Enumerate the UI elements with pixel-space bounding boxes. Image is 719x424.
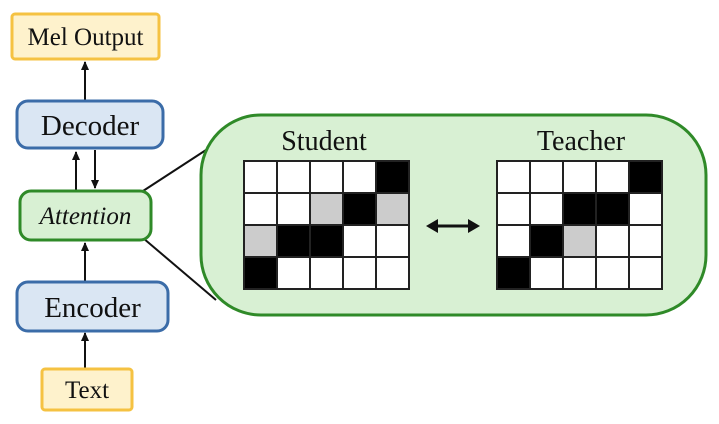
student-cell-r2-c3 <box>342 224 377 258</box>
teacher-cell-r3-c3 <box>595 256 630 290</box>
teacher-cell-r1-c3 <box>595 192 630 226</box>
double-arrow-icon <box>426 219 480 233</box>
teacher-cell-r1-c2 <box>562 192 597 226</box>
student-cell-r1-c3 <box>342 192 377 226</box>
teacher-cell-r2-c2 <box>562 224 597 258</box>
teacher-cell-r1-c0 <box>496 192 531 226</box>
student-cell-r0-c2 <box>309 160 344 194</box>
teacher-attention-grid <box>496 160 663 290</box>
decoder-node: Decoder <box>15 99 165 150</box>
teacher-cell-r0-c2 <box>562 160 597 194</box>
text-input-node: Text <box>40 367 134 412</box>
student-cell-r2-c0 <box>243 224 278 258</box>
student-cell-r1-c4 <box>375 192 410 226</box>
teacher-cell-r1-c4 <box>628 192 663 226</box>
student-cell-r1-c2 <box>309 192 344 226</box>
student-attention-grid <box>243 160 410 290</box>
student-cell-r1-c1 <box>276 192 311 226</box>
student-cell-r2-c4 <box>375 224 410 258</box>
teacher-cell-r2-c1 <box>529 224 564 258</box>
student-title: Student <box>281 126 367 157</box>
attention-label: Attention <box>38 203 132 230</box>
teacher-cell-r2-c0 <box>496 224 531 258</box>
teacher-cell-r3-c2 <box>562 256 597 290</box>
student-cell-r0-c3 <box>342 160 377 194</box>
attention-node: Attention <box>18 189 153 242</box>
mel-output-node: Mel Output <box>10 12 161 61</box>
teacher-cell-r3-c1 <box>529 256 564 290</box>
student-cell-r2-c2 <box>309 224 344 258</box>
student-cell-r2-c1 <box>276 224 311 258</box>
teacher-cell-r3-c0 <box>496 256 531 290</box>
student-cell-r3-c2 <box>309 256 344 290</box>
student-cell-r1-c0 <box>243 192 278 226</box>
teacher-cell-r3-c4 <box>628 256 663 290</box>
student-cell-r3-c1 <box>276 256 311 290</box>
teacher-cell-r0-c4 <box>628 160 663 194</box>
teacher-cell-r2-c4 <box>628 224 663 258</box>
student-cell-r3-c3 <box>342 256 377 290</box>
teacher-cell-r2-c3 <box>595 224 630 258</box>
teacher-cell-r0-c1 <box>529 160 564 194</box>
encoder-label: Encoder <box>44 292 141 324</box>
student-cell-r3-c0 <box>243 256 278 290</box>
teacher-cell-r0-c3 <box>595 160 630 194</box>
zoom-line-bottom <box>142 237 217 301</box>
mel-output-label: Mel Output <box>28 24 144 51</box>
decoder-label: Decoder <box>41 110 140 142</box>
encoder-node: Encoder <box>15 280 170 333</box>
student-cell-r0-c1 <box>276 160 311 194</box>
teacher-cell-r1-c1 <box>529 192 564 226</box>
teacher-title: Teacher <box>537 126 626 157</box>
student-cell-r0-c4 <box>375 160 410 194</box>
text-input-label: Text <box>65 377 109 404</box>
zoom-line-top <box>142 149 207 192</box>
attention-comparison-panel: Student Teacher <box>199 113 708 317</box>
teacher-cell-r0-c0 <box>496 160 531 194</box>
student-cell-r0-c0 <box>243 160 278 194</box>
student-cell-r3-c4 <box>375 256 410 290</box>
